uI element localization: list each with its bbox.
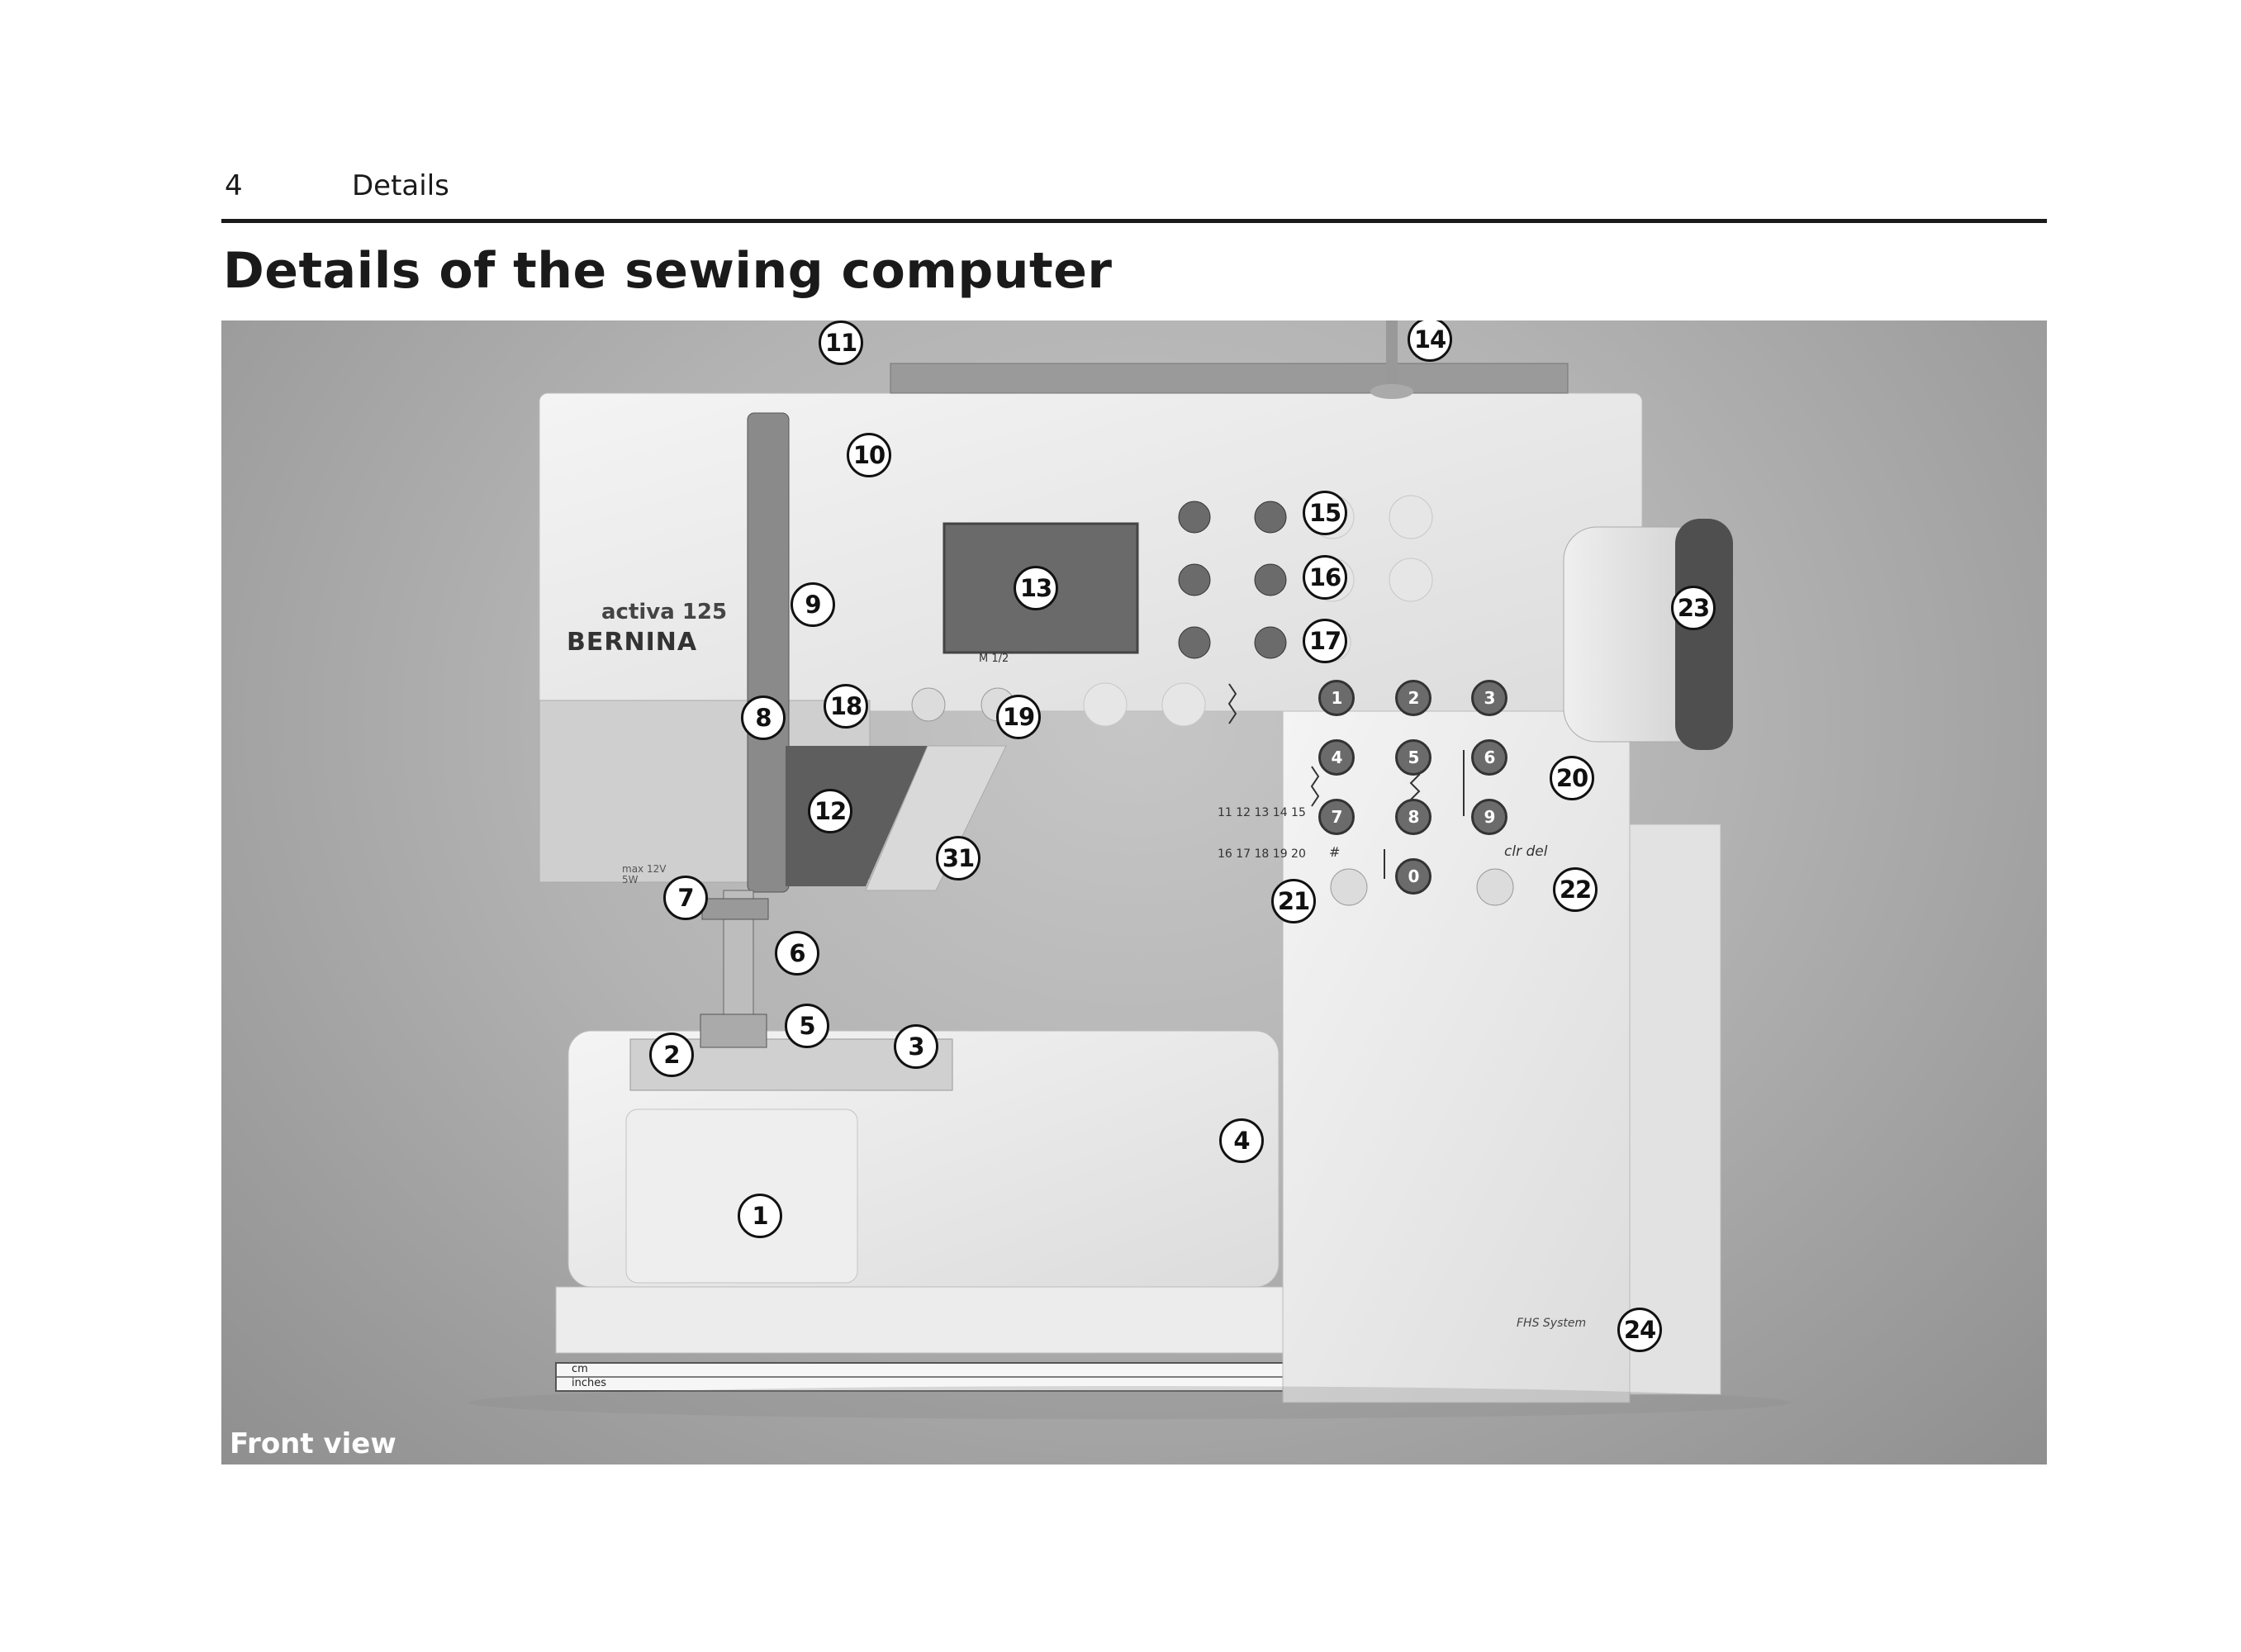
handwheel-grip bbox=[1675, 519, 1733, 750]
model-label: activa 125 bbox=[601, 600, 728, 624]
bobbin-cover bbox=[625, 1108, 858, 1284]
callout-19: 19 bbox=[996, 695, 1041, 739]
callout-16: 16 bbox=[1303, 555, 1347, 600]
callout-4: 4 bbox=[1219, 1118, 1264, 1163]
keypad-button-4: 4 bbox=[1318, 739, 1355, 776]
keypad-button-8: 8 bbox=[1395, 799, 1431, 835]
section-name: Details bbox=[352, 169, 449, 202]
keypad-button-0: 0 bbox=[1395, 858, 1431, 895]
callout-1: 1 bbox=[738, 1194, 782, 1238]
page-header: 4 Details bbox=[221, 169, 2047, 219]
callout-10: 10 bbox=[847, 433, 891, 477]
keypad-button-3: 3 bbox=[1471, 680, 1507, 716]
hash-label: # bbox=[1329, 844, 1341, 860]
page-title: Details of the sewing computer bbox=[223, 242, 1113, 300]
top-lid bbox=[890, 363, 1569, 394]
keypad-button-1: 1 bbox=[1318, 680, 1355, 716]
callout-23: 23 bbox=[1671, 586, 1716, 630]
memory-label: M 1/2 bbox=[979, 653, 1009, 665]
callout-20: 20 bbox=[1550, 756, 1594, 800]
callout-2: 2 bbox=[649, 1032, 694, 1077]
ruler-cm-label: cm bbox=[572, 1363, 588, 1375]
callout-6: 6 bbox=[775, 931, 819, 976]
ruler-inch-label: inches bbox=[572, 1377, 607, 1389]
navigation-buttons bbox=[1178, 501, 1287, 659]
callout-11: 11 bbox=[819, 320, 863, 365]
callout-22: 22 bbox=[1553, 867, 1598, 912]
bulb-label: max 12V 5W bbox=[622, 863, 667, 885]
callout-5: 5 bbox=[785, 1004, 829, 1048]
callout-15: 15 bbox=[1303, 491, 1347, 535]
callout-13: 13 bbox=[1014, 566, 1058, 610]
callout-18: 18 bbox=[824, 684, 868, 729]
clear-label: clr del bbox=[1504, 843, 1548, 860]
callout-24: 24 bbox=[1617, 1308, 1662, 1352]
callout-12: 12 bbox=[808, 789, 852, 833]
header-rule bbox=[221, 219, 2047, 223]
callout-9: 9 bbox=[791, 582, 835, 627]
keypad-button-9: 9 bbox=[1471, 799, 1507, 835]
callout-31: 31 bbox=[936, 836, 980, 881]
callout-17: 17 bbox=[1303, 619, 1347, 663]
callout-8: 8 bbox=[741, 695, 786, 740]
system-label: FHS System bbox=[1517, 1317, 1587, 1330]
sewing-machine-illustration: 11 12 13 14 15 16 17 18 19 20 bbox=[469, 320, 1791, 1419]
callout-7: 7 bbox=[663, 876, 708, 920]
svg-text:16 17 18 19 20: 16 17 18 19 20 bbox=[1218, 847, 1306, 861]
callout-14: 14 bbox=[1408, 320, 1452, 362]
keypad-button-5: 5 bbox=[1395, 739, 1431, 776]
keypad-button-2: 2 bbox=[1395, 680, 1431, 716]
page-number: 4 bbox=[225, 169, 243, 202]
keypad-button-7: 7 bbox=[1318, 799, 1355, 835]
svg-text:11 12 13 14 15: 11 12 13 14 15 bbox=[1218, 806, 1306, 819]
figure-caption: Front view bbox=[230, 1427, 396, 1460]
sewing-machine-photo: 11 12 13 14 15 16 17 18 19 20 1 2 3 4 5 … bbox=[221, 320, 2047, 1464]
head-panel bbox=[786, 746, 928, 886]
callout-21: 21 bbox=[1271, 879, 1316, 923]
brand-logo-text: BERNINA bbox=[567, 628, 698, 657]
keypad-button-6: 6 bbox=[1471, 739, 1507, 776]
callout-3: 3 bbox=[894, 1024, 938, 1069]
take-up-lever-channel bbox=[747, 412, 790, 893]
